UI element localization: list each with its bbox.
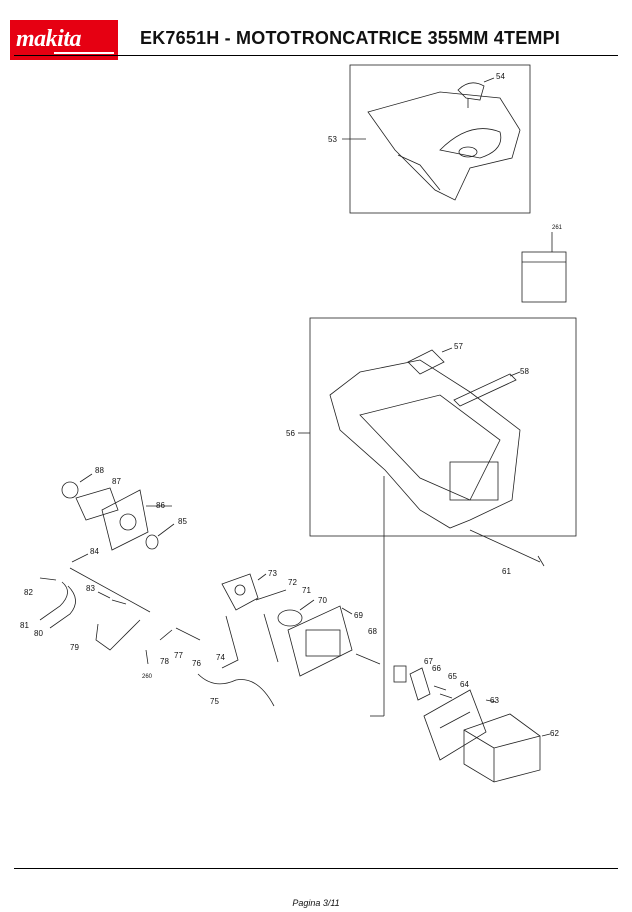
ring-85-shape — [145, 534, 159, 550]
part-label-73: 73 — [268, 569, 277, 578]
knob-54-shape — [457, 82, 485, 101]
wire-79-shape — [95, 619, 141, 651]
part-label-56: 56 — [286, 429, 295, 438]
clamp-88-shape — [61, 481, 79, 499]
filter-261-shape — [521, 251, 567, 303]
makita-logo: makita — [10, 20, 118, 60]
logo-underline — [54, 52, 114, 54]
part-label-88: 88 — [95, 466, 104, 475]
part-label-79: 79 — [70, 643, 79, 652]
hose-75-shape — [197, 673, 275, 707]
part-66-shape — [409, 667, 431, 701]
housing-56-shape — [329, 359, 521, 529]
rod-71-shape — [263, 613, 279, 663]
carburettor-73-shape — [221, 573, 259, 611]
part-label-70: 70 — [318, 596, 327, 605]
part-label-81: 81 — [20, 621, 29, 630]
part-label-85: 85 — [178, 517, 187, 526]
filter-box-62-shape — [463, 713, 541, 783]
part-label-64: 64 — [460, 680, 469, 689]
part-label-63: 63 — [490, 696, 499, 705]
part-58-shape — [453, 373, 517, 407]
tube-81-shape — [39, 581, 68, 621]
bracket-69-shape — [287, 605, 353, 677]
logo-text: makita — [16, 26, 82, 52]
part-label-53: 53 — [328, 135, 337, 144]
tube-87-shape — [75, 487, 119, 521]
tube-80-shape — [49, 585, 76, 629]
part-label-83: 83 — [86, 584, 95, 593]
bolt-68-shape — [355, 653, 381, 665]
part-label-74: 74 — [216, 653, 225, 662]
cover-53-detail — [439, 128, 502, 159]
part-label-71: 71 — [302, 586, 311, 595]
part-label-261: 261 — [552, 225, 563, 231]
part-label-65: 65 — [448, 672, 457, 681]
header-divider — [14, 55, 618, 56]
pin-260-shape — [145, 649, 149, 665]
part-label-61: 61 — [502, 567, 511, 576]
part-label-260: 260 — [142, 674, 153, 680]
cover-53-shape — [367, 91, 521, 201]
part-label-54: 54 — [496, 72, 505, 81]
part-label-78: 78 — [160, 657, 169, 666]
part-65-shape — [433, 685, 447, 691]
part-label-87: 87 — [112, 477, 121, 486]
plate-63-shape — [423, 689, 487, 761]
part-label-77: 77 — [174, 651, 183, 660]
part-label-75: 75 — [210, 697, 219, 706]
part-label-86: 86 — [156, 501, 165, 510]
part-label-84: 84 — [90, 547, 99, 556]
part-label-72: 72 — [288, 578, 297, 587]
plate-86-shape — [101, 489, 149, 551]
page-title: EK7651H - MOTOTRONCATRICE 355MM 4TEMPI — [140, 28, 561, 48]
part-label-57: 57 — [454, 342, 463, 351]
part-label-82: 82 — [24, 588, 33, 597]
part-label-67: 67 — [424, 657, 433, 666]
wire-74-shape — [221, 615, 239, 669]
page-number: Pagina 3/11 — [292, 898, 340, 908]
part-label-62: 62 — [550, 729, 559, 738]
cover-group-frame — [349, 64, 531, 214]
bolt-61-shape — [469, 529, 541, 563]
gasket-70-shape — [277, 609, 303, 627]
part-label-69: 69 — [354, 611, 363, 620]
part-57-shape — [407, 349, 445, 375]
pin-82-shape — [39, 577, 57, 581]
part-label-76: 76 — [192, 659, 201, 668]
footer-divider — [14, 868, 618, 869]
part-78-shape — [159, 629, 173, 641]
part-label-80: 80 — [34, 629, 43, 638]
part-label-66: 66 — [432, 664, 441, 673]
cover-knob-detail — [458, 146, 478, 158]
part-67-shape — [393, 665, 407, 683]
part-label-68: 68 — [368, 627, 377, 636]
housing-group-frame — [309, 317, 577, 537]
part-label-58: 58 — [520, 367, 529, 376]
part-83-shape — [111, 599, 127, 605]
part-77-shape — [175, 627, 201, 641]
